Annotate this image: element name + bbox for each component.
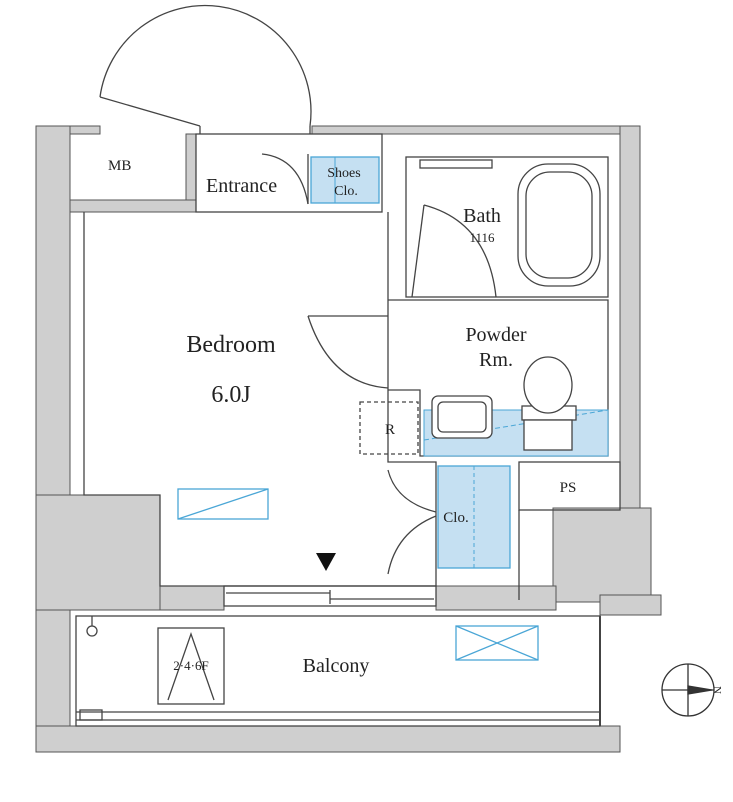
bath-outline — [405, 156, 609, 298]
balcony-vent — [455, 625, 539, 661]
wall-lower-right-ledge — [599, 594, 662, 616]
ps-outline — [518, 461, 621, 511]
partitions — [75, 133, 621, 727]
label-bath-size: 1116 — [469, 230, 495, 245]
compass-north-label: N — [711, 686, 723, 694]
wall-left-lower — [35, 494, 161, 611]
wall-left — [35, 125, 71, 753]
front-door-swing — [99, 4, 312, 127]
bath-door-swing — [423, 204, 497, 298]
label-powder-2: Rm. — [479, 349, 513, 371]
wall-bedroom-bottom — [159, 585, 225, 611]
wall-bedroom-bottom-right — [435, 585, 557, 611]
doors — [99, 4, 497, 575]
bath-door-leaf — [411, 204, 425, 298]
bedroom-door-swing — [307, 315, 389, 389]
balcony-vent-diag-2 — [455, 625, 539, 661]
bath-shelf — [419, 159, 493, 169]
refrigerator-space — [359, 401, 419, 455]
toilet-base — [523, 419, 573, 451]
label-bath: Bath — [463, 205, 501, 227]
shoes-closet — [310, 156, 380, 204]
hatch-frame — [157, 627, 225, 705]
wall-mb-bottom — [69, 199, 197, 213]
closet-door-swing-1 — [387, 469, 437, 513]
label-shoes-closet: Shoes — [327, 166, 360, 181]
label-floors: 2·4·6F — [173, 658, 208, 673]
label-balcony: Balcony — [303, 655, 370, 677]
bedroom-vent — [177, 488, 269, 520]
label-entrance: Entrance — [206, 175, 277, 197]
vents — [177, 488, 539, 661]
front-door-leaf — [99, 96, 201, 127]
bedroom-vent-diag — [177, 488, 269, 520]
bathtub-inner — [525, 171, 593, 279]
compass-icon — [661, 663, 715, 717]
label-closet: Clo. — [443, 510, 468, 526]
fixtures — [359, 159, 601, 455]
walls — [35, 125, 662, 753]
window-frame — [223, 585, 437, 607]
washbasin-inner — [437, 401, 487, 433]
label-powder: Powder — [465, 324, 526, 346]
labels: MB Entrance Shoes Clo. Bath 1116 Bedroom… — [108, 158, 723, 694]
label-ps: PS — [560, 480, 577, 496]
wall-lower-right — [552, 507, 652, 603]
label-refrigerator: R — [385, 422, 395, 438]
label-bedroom: Bedroom — [186, 332, 276, 358]
powder-counter-dash — [423, 409, 609, 441]
closet-door-swing-2 — [387, 515, 437, 575]
drain-icon — [86, 625, 98, 637]
compass-needle — [687, 685, 713, 695]
entrance-door-swing — [261, 153, 309, 205]
label-shoes-closet-2: Clo. — [334, 184, 358, 199]
label-mb: MB — [108, 158, 131, 174]
toilet-bowl — [523, 356, 573, 414]
hatch-triangle — [167, 632, 215, 701]
balcony-vent-box — [79, 709, 103, 721]
evacuation-hatch — [79, 616, 225, 721]
label-bedroom-size: 6.0J — [211, 382, 250, 408]
wall-balcony-bottom — [35, 725, 621, 753]
entrance-outline — [195, 133, 383, 213]
wall-right — [619, 125, 641, 511]
entry-arrow-icon — [316, 553, 336, 571]
wall-top-right — [311, 125, 641, 135]
